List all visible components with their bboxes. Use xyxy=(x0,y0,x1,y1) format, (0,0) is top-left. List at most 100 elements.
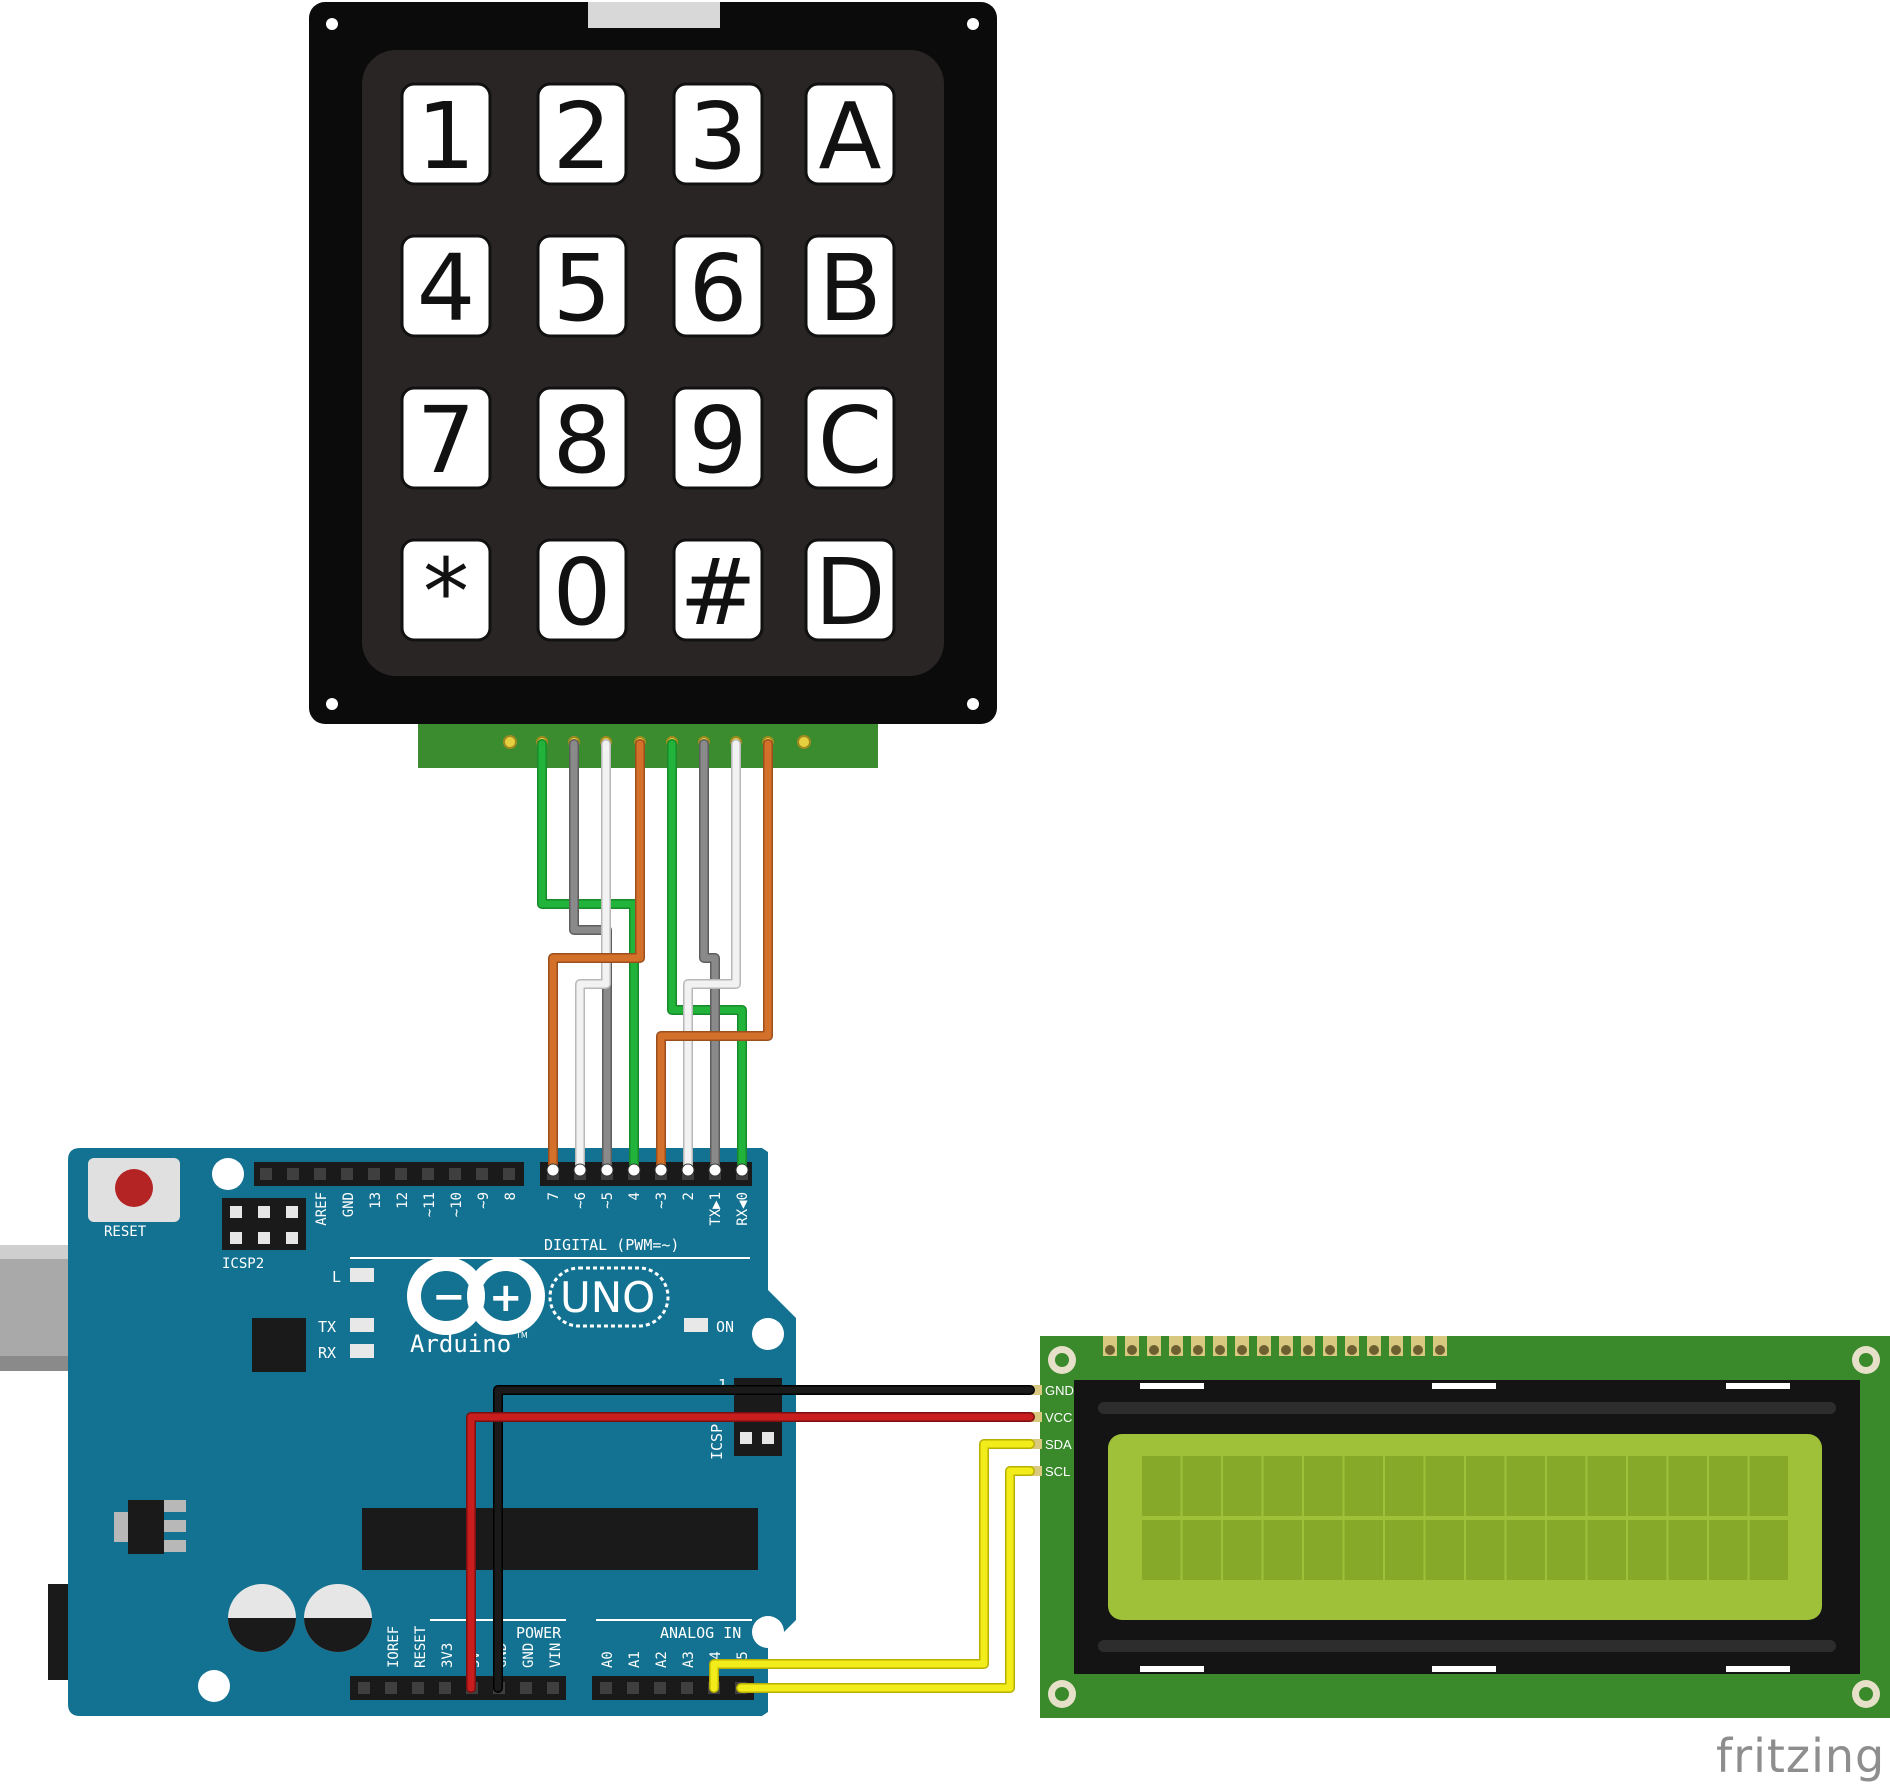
header-pin[interactable] xyxy=(520,1682,532,1694)
reset-button-cap[interactable] xyxy=(115,1169,153,1207)
keypad-key-label: 5 xyxy=(553,235,612,342)
lcd-cell xyxy=(1344,1456,1383,1516)
keypad-key-cap[interactable] xyxy=(536,234,628,338)
keypad-key-cap[interactable] xyxy=(804,234,896,338)
wire-keypad-r3 xyxy=(576,740,610,1170)
led-rx xyxy=(350,1344,374,1358)
keypad-key-cap[interactable] xyxy=(804,386,896,490)
lcd-side-pin[interactable] xyxy=(1030,1439,1042,1449)
keypad-key-cap[interactable] xyxy=(400,234,492,338)
pin-label: ~11 xyxy=(422,1192,438,1217)
keypad-key-cap[interactable] xyxy=(400,386,492,490)
header-pin[interactable] xyxy=(503,1168,515,1180)
pin-label: ~5 xyxy=(600,1192,616,1209)
ribbon-pad xyxy=(503,735,517,749)
keypad-key[interactable]: # xyxy=(672,538,764,646)
keypad-key[interactable]: D xyxy=(804,538,896,646)
keypad-key[interactable]: 4 xyxy=(400,234,492,342)
keypad-key-cap[interactable] xyxy=(536,538,628,642)
header-pin[interactable] xyxy=(547,1682,559,1694)
header-pin[interactable] xyxy=(449,1168,461,1180)
mount-hole xyxy=(752,1616,784,1648)
header-pin[interactable] xyxy=(412,1682,424,1694)
header-pin[interactable] xyxy=(314,1168,326,1180)
pin-label: ~10 xyxy=(449,1192,465,1217)
lcd-cell xyxy=(1182,1456,1221,1516)
capacitor xyxy=(304,1584,372,1652)
header-pin[interactable] xyxy=(341,1168,353,1180)
keypad-key[interactable]: C xyxy=(804,386,896,494)
lcd-side-pin[interactable] xyxy=(1030,1466,1042,1476)
pin-label: 4 xyxy=(627,1192,643,1200)
keypad-key-label: 7 xyxy=(417,387,476,494)
keypad-key[interactable]: * xyxy=(400,538,492,646)
keypad-key-label: 4 xyxy=(417,235,476,342)
keypad-key-label: # xyxy=(679,539,756,646)
wire-keypad-c2 xyxy=(700,740,719,1170)
lcd-cell xyxy=(1223,1520,1262,1580)
keypad-key-label: 8 xyxy=(553,387,612,494)
header-pin[interactable] xyxy=(385,1682,397,1694)
header-pin[interactable] xyxy=(358,1682,370,1694)
lcd-cell xyxy=(1506,1456,1545,1516)
pin-label: GND xyxy=(521,1643,537,1668)
header-pin[interactable] xyxy=(439,1682,451,1694)
keypad-key-cap[interactable] xyxy=(536,386,628,490)
keypad-key-cap[interactable] xyxy=(672,234,764,338)
keypad-key-label: A xyxy=(819,83,882,190)
lcd-pin-label: SDA xyxy=(1045,1437,1072,1452)
keypad-key-cap[interactable] xyxy=(804,82,896,186)
keypad-key-cap[interactable] xyxy=(672,82,764,186)
header-pin[interactable] xyxy=(654,1682,666,1694)
icsp2-pin xyxy=(258,1232,270,1244)
keypad-key[interactable]: B xyxy=(804,234,896,342)
header-pin[interactable] xyxy=(368,1168,380,1180)
keypad-key-cap[interactable] xyxy=(400,82,492,186)
header-pin[interactable] xyxy=(476,1168,488,1180)
header-pin[interactable] xyxy=(627,1682,639,1694)
keypad-key[interactable]: 6 xyxy=(672,234,764,342)
header-pin[interactable] xyxy=(287,1168,299,1180)
lcd-side-pin[interactable] xyxy=(1030,1385,1042,1395)
led-on-label: ON xyxy=(716,1318,734,1336)
keypad-key[interactable]: 7 xyxy=(400,386,492,494)
keypad-key[interactable]: 2 xyxy=(536,82,628,190)
keypad-key[interactable]: 3 xyxy=(672,82,764,190)
keypad-key-label: 9 xyxy=(689,387,748,494)
keypad-key[interactable]: 0 xyxy=(536,538,628,646)
keypad-key-cap[interactable] xyxy=(672,386,764,490)
led-tx-label: TX xyxy=(318,1318,336,1336)
header-pin[interactable] xyxy=(260,1168,272,1180)
keypad-key[interactable]: A xyxy=(804,82,896,190)
keypad-key-cap[interactable] xyxy=(536,82,628,186)
header-analog xyxy=(592,1676,754,1700)
pin-label: VIN xyxy=(548,1643,564,1668)
header-pin[interactable] xyxy=(600,1682,612,1694)
lcd-pad-hole xyxy=(1369,1345,1379,1355)
header-pin[interactable] xyxy=(681,1682,693,1694)
lcd-pad-hole xyxy=(1281,1345,1291,1355)
header-pin[interactable] xyxy=(395,1168,407,1180)
keypad-key[interactable]: 8 xyxy=(536,386,628,494)
lcd-side-pin[interactable] xyxy=(1030,1412,1042,1422)
lcd-pad-hole xyxy=(1149,1345,1159,1355)
power-label: POWER xyxy=(516,1624,562,1642)
keypad-key[interactable]: 9 xyxy=(672,386,764,494)
keypad-key-cap[interactable] xyxy=(400,538,492,642)
keypad-key[interactable]: 1 xyxy=(400,82,492,190)
keypad-key-label: 6 xyxy=(689,235,748,342)
keypad-key-cap[interactable] xyxy=(804,538,896,642)
icsp2-pin xyxy=(286,1206,298,1218)
keypad-face xyxy=(362,50,944,676)
pin-label: RESET xyxy=(413,1625,429,1668)
ribbon-pad xyxy=(797,735,811,749)
keypad-key[interactable]: 5 xyxy=(536,234,628,342)
keypad-key-label: 1 xyxy=(417,83,476,190)
pin-label: GND xyxy=(341,1192,357,1217)
keypad-key-cap[interactable] xyxy=(672,538,764,642)
keypad-key-label: C xyxy=(818,387,882,494)
keypad-mount-hole xyxy=(967,18,979,30)
header-pin[interactable] xyxy=(422,1168,434,1180)
led-l-label: L xyxy=(332,1268,341,1286)
